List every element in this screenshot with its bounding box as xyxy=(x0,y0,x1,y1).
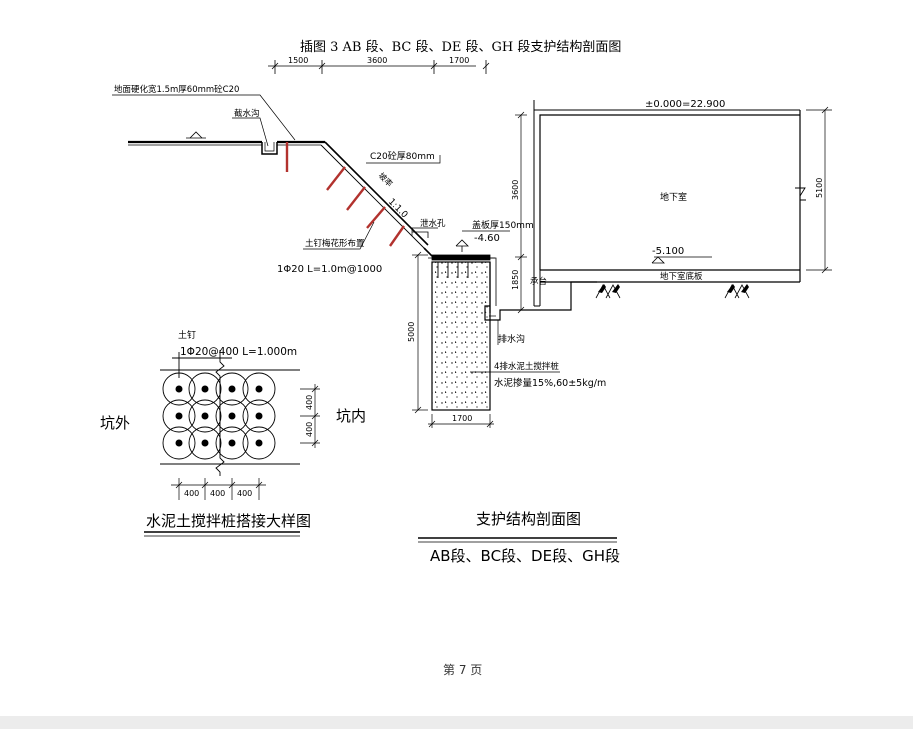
dim-1850-label: 1850 xyxy=(511,270,520,290)
page-number: 第 7 页 xyxy=(443,663,483,677)
shotcrete-label: C20砼厚80mm xyxy=(370,150,435,162)
elev-marker-cap xyxy=(455,230,510,252)
inside-label: 坑内 xyxy=(336,407,366,425)
dim-1700-label: 1700 xyxy=(452,414,472,423)
viewer-bottom-bar xyxy=(0,716,913,729)
ground-hardening-label: 地面硬化宽1.5m厚60mm砼C20 xyxy=(114,84,239,95)
detail-nail-label: 土钉 xyxy=(178,329,196,341)
detail-dim-v1: 400 xyxy=(305,395,314,410)
pile-overlap-detail xyxy=(160,350,300,476)
section-title-underline xyxy=(418,537,617,543)
slope-leaders xyxy=(112,94,441,250)
dim-5100-label: 5100 xyxy=(815,178,824,198)
section-subtitle: AB段、BC段、DE段、GH段 xyxy=(430,547,620,565)
slope-ratio: 1:1.0 xyxy=(386,197,410,221)
detail-dim-h3: 400 xyxy=(237,489,252,498)
top-dimension-chain xyxy=(268,60,490,74)
dim-1700: 1700 xyxy=(449,56,469,65)
cement-desc-label: 水泥掺量15%,60±5kg/m xyxy=(494,377,606,389)
dim-1500: 1500 xyxy=(288,56,308,65)
detail-dimensions xyxy=(171,384,320,500)
slope-ratio-word: 坡率 xyxy=(377,170,395,188)
pile-dimension-1700 xyxy=(428,414,494,428)
basement-dimension-5100 xyxy=(806,106,832,274)
figure-caption: 插图 3 AB 段、BC 段、DE 段、GH 段支护结构剖面图 xyxy=(300,40,622,55)
nail-dots xyxy=(175,385,263,447)
drain-ditch-label: 排水沟 xyxy=(498,333,525,345)
elev-floor-label: -5.100 xyxy=(652,246,684,257)
floor-slab-label: 地下室底板 xyxy=(660,271,703,282)
detail-dim-h1: 400 xyxy=(184,489,199,498)
pile-leaders xyxy=(470,320,560,373)
cap-beam-label: 盖板厚150mm xyxy=(472,219,534,231)
dim-3600-right-label: 3600 xyxy=(511,180,520,200)
slope-face xyxy=(320,141,433,257)
mixing-pile xyxy=(431,261,491,411)
ground-surface xyxy=(128,131,325,155)
basement-structure xyxy=(533,100,806,307)
pile-dimension-right xyxy=(515,111,527,314)
drain-hole-label: 泄水孔 xyxy=(420,218,446,229)
detail-title: 水泥土搅拌桩搭接大样图 xyxy=(146,512,311,530)
detail-dim-v2: 400 xyxy=(305,422,314,437)
section-title: 支护结构剖面图 xyxy=(476,510,581,528)
basement-pile-hatch xyxy=(598,284,749,293)
nail-spec-label: 1Φ20 L=1.0m@1000 xyxy=(277,264,382,275)
pile-desc-label: 4排水泥土搅拌桩 xyxy=(494,361,559,372)
soil-nails xyxy=(285,142,405,247)
nail-layout-label: 土钉梅花形布置 xyxy=(305,238,365,249)
detail-nail-spec: 1Φ20@400 L=1.000m xyxy=(180,346,297,358)
elev-top-label: ±0.000=22.900 xyxy=(645,99,725,110)
dim-3600: 3600 xyxy=(367,56,387,65)
detail-title-underline xyxy=(144,531,300,537)
elev-marker-floor xyxy=(651,256,712,264)
basement-ground-line xyxy=(484,257,597,321)
basement-name-label: 地下室 xyxy=(660,191,687,203)
platform-label: 承台 xyxy=(530,276,547,287)
intercept-ditch-label: 截水沟 xyxy=(234,108,260,119)
dim-5000-label: 5000 xyxy=(407,322,416,342)
pile-dimension-5000 xyxy=(412,251,428,414)
detail-dim-h2: 400 xyxy=(210,489,225,498)
cap-elev-label: -4.60 xyxy=(474,233,500,244)
outside-label: 坑外 xyxy=(100,414,130,432)
